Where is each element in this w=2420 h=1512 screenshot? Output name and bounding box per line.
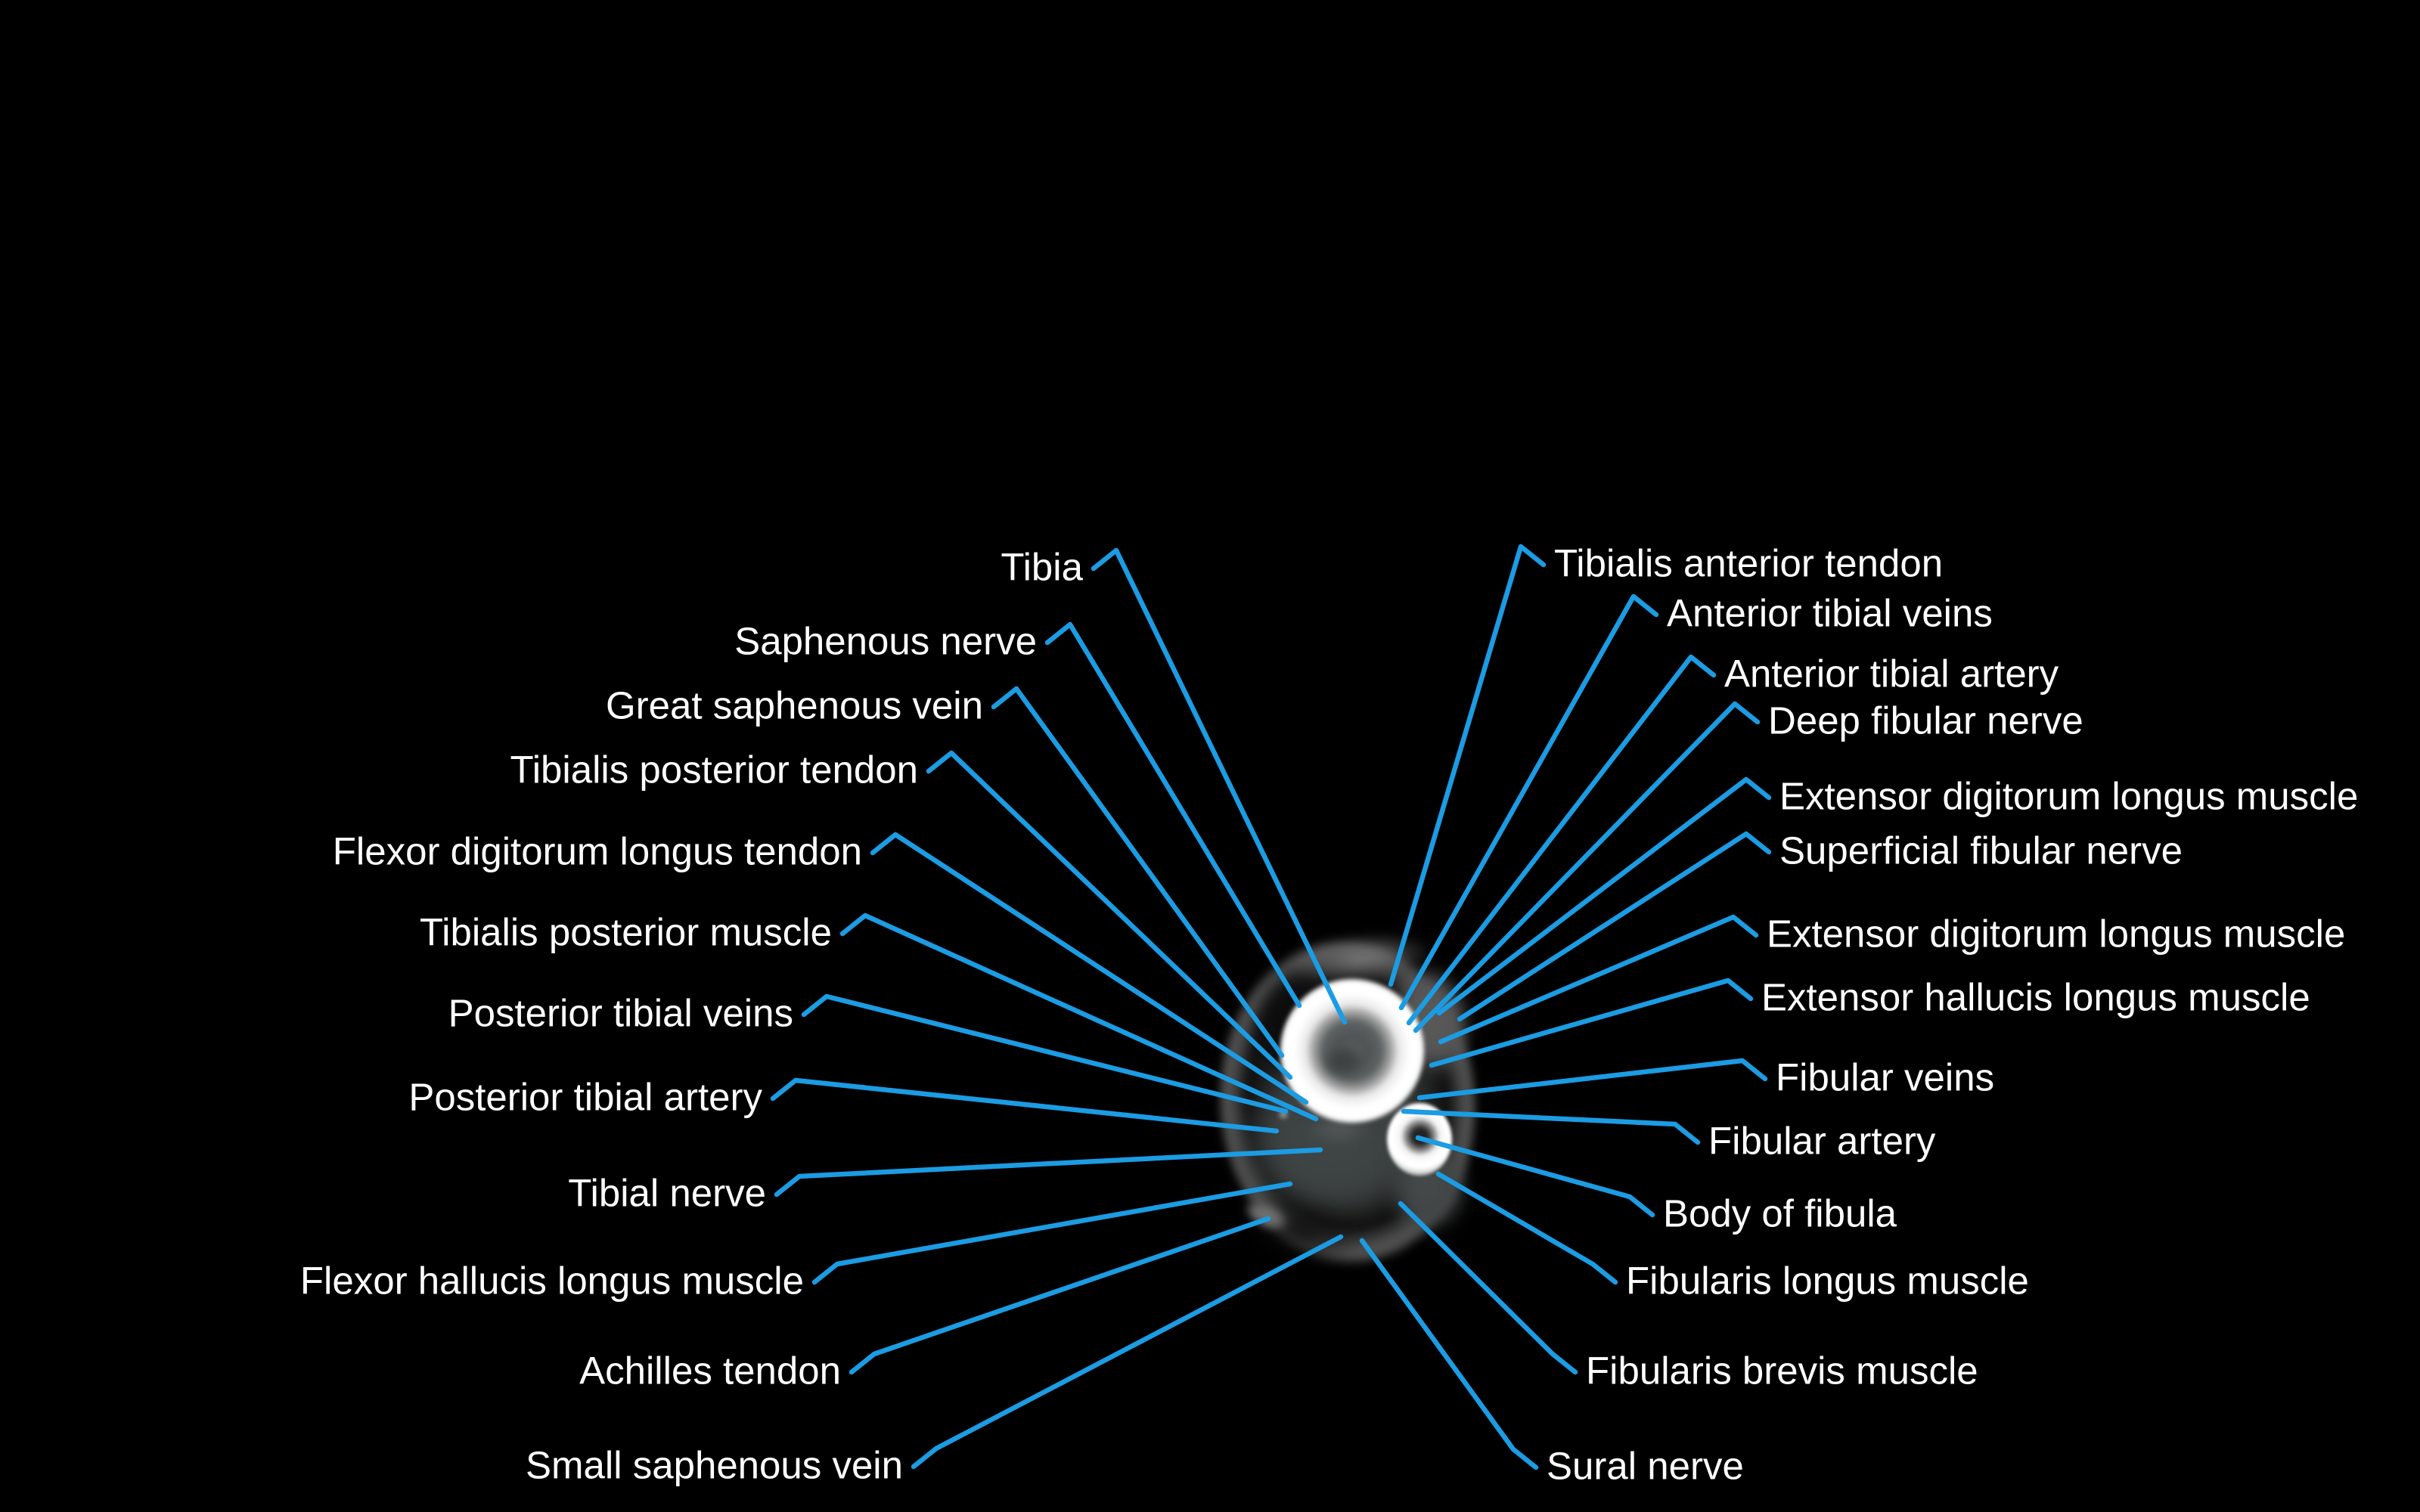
anatomy-label-right-13-fibularis-brevis-muscle: Fibularis brevis muscle <box>1586 1349 1978 1393</box>
anatomy-label-right-8-extensor-hallucis-longus-muscle: Extensor hallucis longus muscle <box>1761 975 2310 1019</box>
anatomy-label-right-11-body-of-fibula: Body of fibula <box>1663 1191 1897 1235</box>
anatomy-label-right-5-extensor-digitorum-longus-muscle: Extensor digitorum longus muscle <box>1779 774 2359 818</box>
anatomy-label-left-11-achilles-tendon: Achilles tendon <box>579 1349 841 1393</box>
leader-line-right-5-extensor-digitorum-longus-muscle <box>1436 776 1772 1016</box>
anatomy-label-left-12-small-saphenous-vein: Small saphenous vein <box>526 1443 903 1487</box>
anatomy-label-left-8-posterior-tibial-artery: Posterior tibial artery <box>408 1075 762 1119</box>
leader-line-right-7-extensor-digitorum-longus-muscle <box>1438 914 1759 1045</box>
anatomy-label-right-10-fibular-artery: Fibular artery <box>1708 1119 1936 1163</box>
anatomy-label-left-2-saphenous-nerve: Saphenous nerve <box>734 619 1037 663</box>
leader-line-right-4-deep-fibular-nerve <box>1413 701 1761 1033</box>
leader-line-left-4-tibialis-posterior-tendon <box>926 750 1293 1080</box>
leader-line-right-14-sural-nerve <box>1359 1238 1539 1470</box>
leader-line-right-2-anterior-tibial-veins <box>1398 593 1659 1011</box>
leader-line-left-9-tibial-nerve <box>774 1147 1323 1198</box>
anatomy-label-left-9-tibial-nerve: Tibial nerve <box>568 1171 766 1215</box>
anatomy-label-left-3-great-saphenous-vein: Great saphenous vein <box>606 683 983 727</box>
anatomy-label-right-4-deep-fibular-nerve: Deep fibular nerve <box>1768 699 2083 742</box>
leader-line-left-6-tibialis-posterior-muscle <box>839 912 1319 1122</box>
leader-line-right-13-fibularis-brevis-muscle <box>1398 1201 1578 1375</box>
leader-line-right-1-tibialis-anterior-tendon <box>1388 544 1547 987</box>
leader-line-right-9-fibular-veins <box>1416 1058 1768 1101</box>
leader-line-left-10-flexor-hallucis-longus-muscle <box>811 1181 1293 1285</box>
anatomy-label-right-6-superficial-fibular-nerve: Superficial fibular nerve <box>1779 829 2183 872</box>
anatomy-label-left-7-posterior-tibial-veins: Posterior tibial veins <box>448 991 793 1035</box>
anatomy-label-right-14-sural-nerve: Sural nerve <box>1547 1444 1744 1488</box>
leader-line-left-2-saphenous-nerve <box>1044 621 1302 1009</box>
anatomy-label-right-12-fibularis-longus-muscle: Fibularis longus muscle <box>1626 1259 2029 1303</box>
anatomy-label-right-9-fibular-veins: Fibular veins <box>1776 1055 1995 1099</box>
leader-line-right-6-superficial-fibular-nerve <box>1457 831 1772 1022</box>
leader-line-left-12-small-saphenous-vein <box>911 1234 1344 1470</box>
anatomy-label-left-4-tibialis-posterior-tendon: Tibialis posterior tendon <box>510 748 918 792</box>
anatomy-label-left-6-tibialis-posterior-muscle: Tibialis posterior muscle <box>419 910 832 954</box>
ct-tibia-medulla <box>1317 1040 1370 1083</box>
leader-line-left-7-posterior-tibial-veins <box>801 993 1289 1114</box>
anatomy-label-left-1-tibia: Tibia <box>1001 545 1083 589</box>
anatomy-label-right-3-anterior-tibial-artery: Anterior tibial artery <box>1724 652 2059 696</box>
anatomy-label-right-7-extensor-digitorum-longus-muscle: Extensor digitorum longus muscle <box>1767 912 2346 956</box>
leader-line-left-8-posterior-tibial-artery <box>770 1077 1280 1134</box>
anatomy-label-left-10-flexor-hallucis-longus-muscle: Flexor hallucis longus muscle <box>299 1259 804 1303</box>
leader-line-right-3-anterior-tibial-artery <box>1406 654 1717 1026</box>
leader-line-left-1-tibia <box>1091 547 1348 1025</box>
leader-line-right-8-extensor-hallucis-longus-muscle <box>1429 978 1754 1068</box>
anatomy-label-left-5-flexor-digitorum-longus-tendon: Flexor digitorum longus tendon <box>332 829 862 873</box>
anatomy-label-right-1-tibialis-anterior-tendon: Tibialis anterior tendon <box>1554 541 1944 585</box>
anatomy-label-right-2-anterior-tibial-veins: Anterior tibial veins <box>1667 591 1993 635</box>
leader-line-left-11-achilles-tendon <box>849 1216 1271 1375</box>
leader-line-right-11-body-of-fibula <box>1415 1135 1655 1218</box>
leader-line-right-12-fibularis-longus-muscle <box>1435 1171 1618 1285</box>
leader-line-right-10-fibular-artery <box>1401 1108 1701 1145</box>
leader-line-left-5-flexor-digitorum-longus-tendon <box>870 832 1309 1105</box>
leader-line-left-3-great-saphenous-vein <box>991 686 1285 1058</box>
